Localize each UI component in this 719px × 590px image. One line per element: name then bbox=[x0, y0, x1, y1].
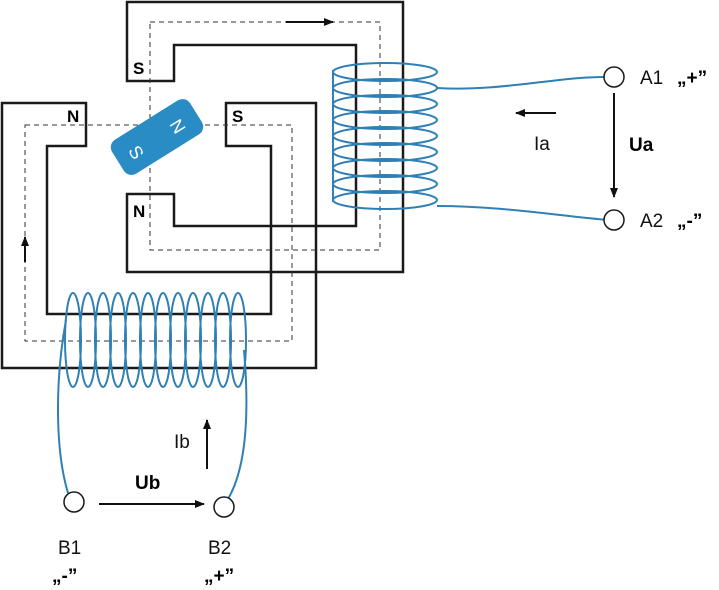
coil-a-lead-bottom bbox=[436, 205, 609, 221]
core-b bbox=[0, 101, 318, 370]
coil-b bbox=[64, 292, 247, 388]
terminal-b2 bbox=[213, 496, 235, 518]
terminal-a1-name: A1 bbox=[640, 68, 663, 89]
ua-label: Ua bbox=[629, 135, 654, 156]
terminal-b1 bbox=[63, 491, 85, 513]
ib-label: Ib bbox=[174, 432, 190, 453]
rotor-magnet: N S bbox=[110, 99, 204, 175]
terminal-a2 bbox=[603, 209, 625, 231]
terminal-b2-name: B2 bbox=[208, 538, 231, 559]
terminal-b1-name: B1 bbox=[58, 538, 81, 559]
pole-label-s-upper: S bbox=[133, 59, 144, 78]
flux-path-b bbox=[24, 124, 293, 342]
coil-a-lead-top bbox=[436, 75, 609, 90]
ia-label: Ia bbox=[534, 134, 550, 155]
terminal-a2-name: A2 bbox=[640, 211, 663, 232]
coil-a bbox=[332, 62, 438, 210]
core-a bbox=[125, 0, 405, 274]
terminal-a2-polarity: „-” bbox=[677, 211, 702, 232]
terminal-a1 bbox=[603, 66, 625, 88]
terminal-a1-polarity: „+” bbox=[677, 68, 707, 89]
terminal-b1-polarity: „-” bbox=[52, 566, 77, 587]
pole-label-n-lower: N bbox=[133, 202, 145, 221]
pole-label-s-inner: S bbox=[232, 107, 243, 126]
pole-label-n-left: N bbox=[67, 107, 79, 126]
coil-b-lead-right bbox=[227, 349, 248, 500]
coil-b-lead-left bbox=[57, 319, 69, 494]
terminal-b2-polarity: „+” bbox=[204, 566, 234, 587]
ub-label: Ub bbox=[135, 473, 160, 494]
